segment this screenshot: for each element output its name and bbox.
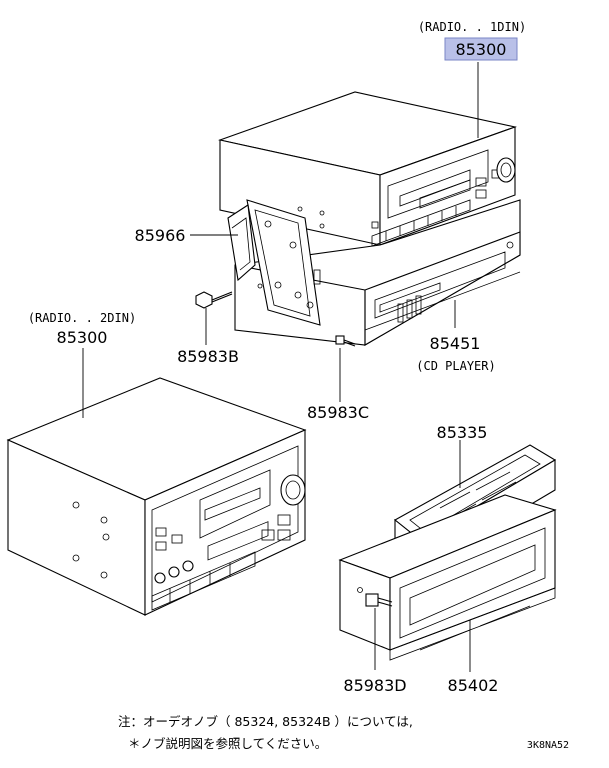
label-part-85966[interactable]: 85966 [135,226,186,245]
screw-85983d [365,593,393,607]
label-cd-player-variant: (CD PLAYER) [416,359,495,373]
label-part-85335[interactable]: 85335 [437,423,488,442]
screw-85983b [195,291,233,309]
figure-code: 3K8NA52 [527,740,569,751]
radio-2din-unit [6,377,307,616]
label-part-85402[interactable]: 85402 [448,676,499,695]
label-radio-2din-variant: (RADIO. . 2DIN) [28,311,136,325]
label-part-85300-1din[interactable]: 85300 [456,40,507,59]
frame-85402 [338,494,557,661]
screw-85983c [335,335,356,347]
label-part-85451[interactable]: 85451 [430,334,481,353]
highlight-85300-1din [444,37,518,61]
note-line-1: 注：オーデオノブ（ 85324, 85324B ）については, [118,714,413,729]
label-part-85983c[interactable]: 85983C [307,403,369,422]
bracket-85966 [227,199,321,326]
label-part-85983b[interactable]: 85983B [177,347,239,366]
note-line-2: ＊ノブ説明図を参照してください。 [128,736,327,751]
leader-lines [82,62,479,672]
label-part-85300-2din[interactable]: 85300 [57,328,108,347]
label-radio-1din-variant: (RADIO. . 1DIN) [418,20,526,34]
label-part-85983d[interactable]: 85983D [343,676,406,695]
